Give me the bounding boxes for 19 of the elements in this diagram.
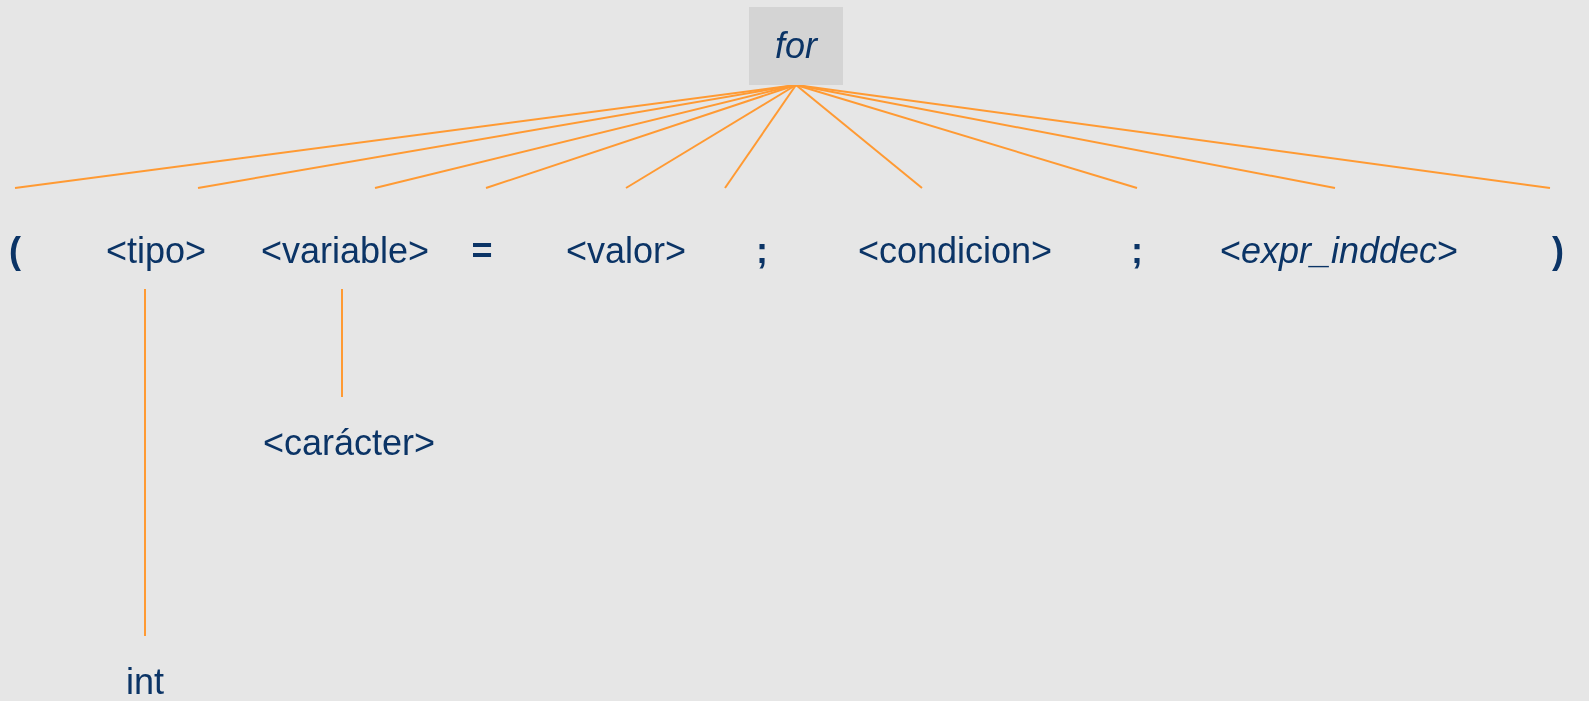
grammar-symbol: <variable> xyxy=(260,188,430,289)
grammar-symbol: ( xyxy=(3,188,27,271)
grammar-symbol: <carácter> xyxy=(262,397,436,463)
tree-branch-line xyxy=(795,84,1138,189)
grammar-symbol: int xyxy=(126,636,164,701)
grammar-symbol: <valor> xyxy=(565,188,687,271)
tree-branch-line xyxy=(341,288,343,398)
grammar-symbol: ) xyxy=(1546,188,1570,271)
grammar-symbol: ; xyxy=(722,188,802,271)
tree-branch-line xyxy=(144,288,146,637)
grammar-symbol: = xyxy=(470,188,494,271)
tree-branch-line xyxy=(724,84,797,189)
grammar-symbol: <expr_inddec> xyxy=(1219,188,1459,271)
grammar-symbol: <condicion> xyxy=(857,188,1053,271)
tree-branch-line xyxy=(625,84,797,189)
grammar-symbol: <tipo> xyxy=(105,188,207,289)
grammar-symbol: ; xyxy=(1125,188,1149,271)
tree-branch-line xyxy=(795,84,923,189)
root-node-box: for xyxy=(749,7,843,85)
